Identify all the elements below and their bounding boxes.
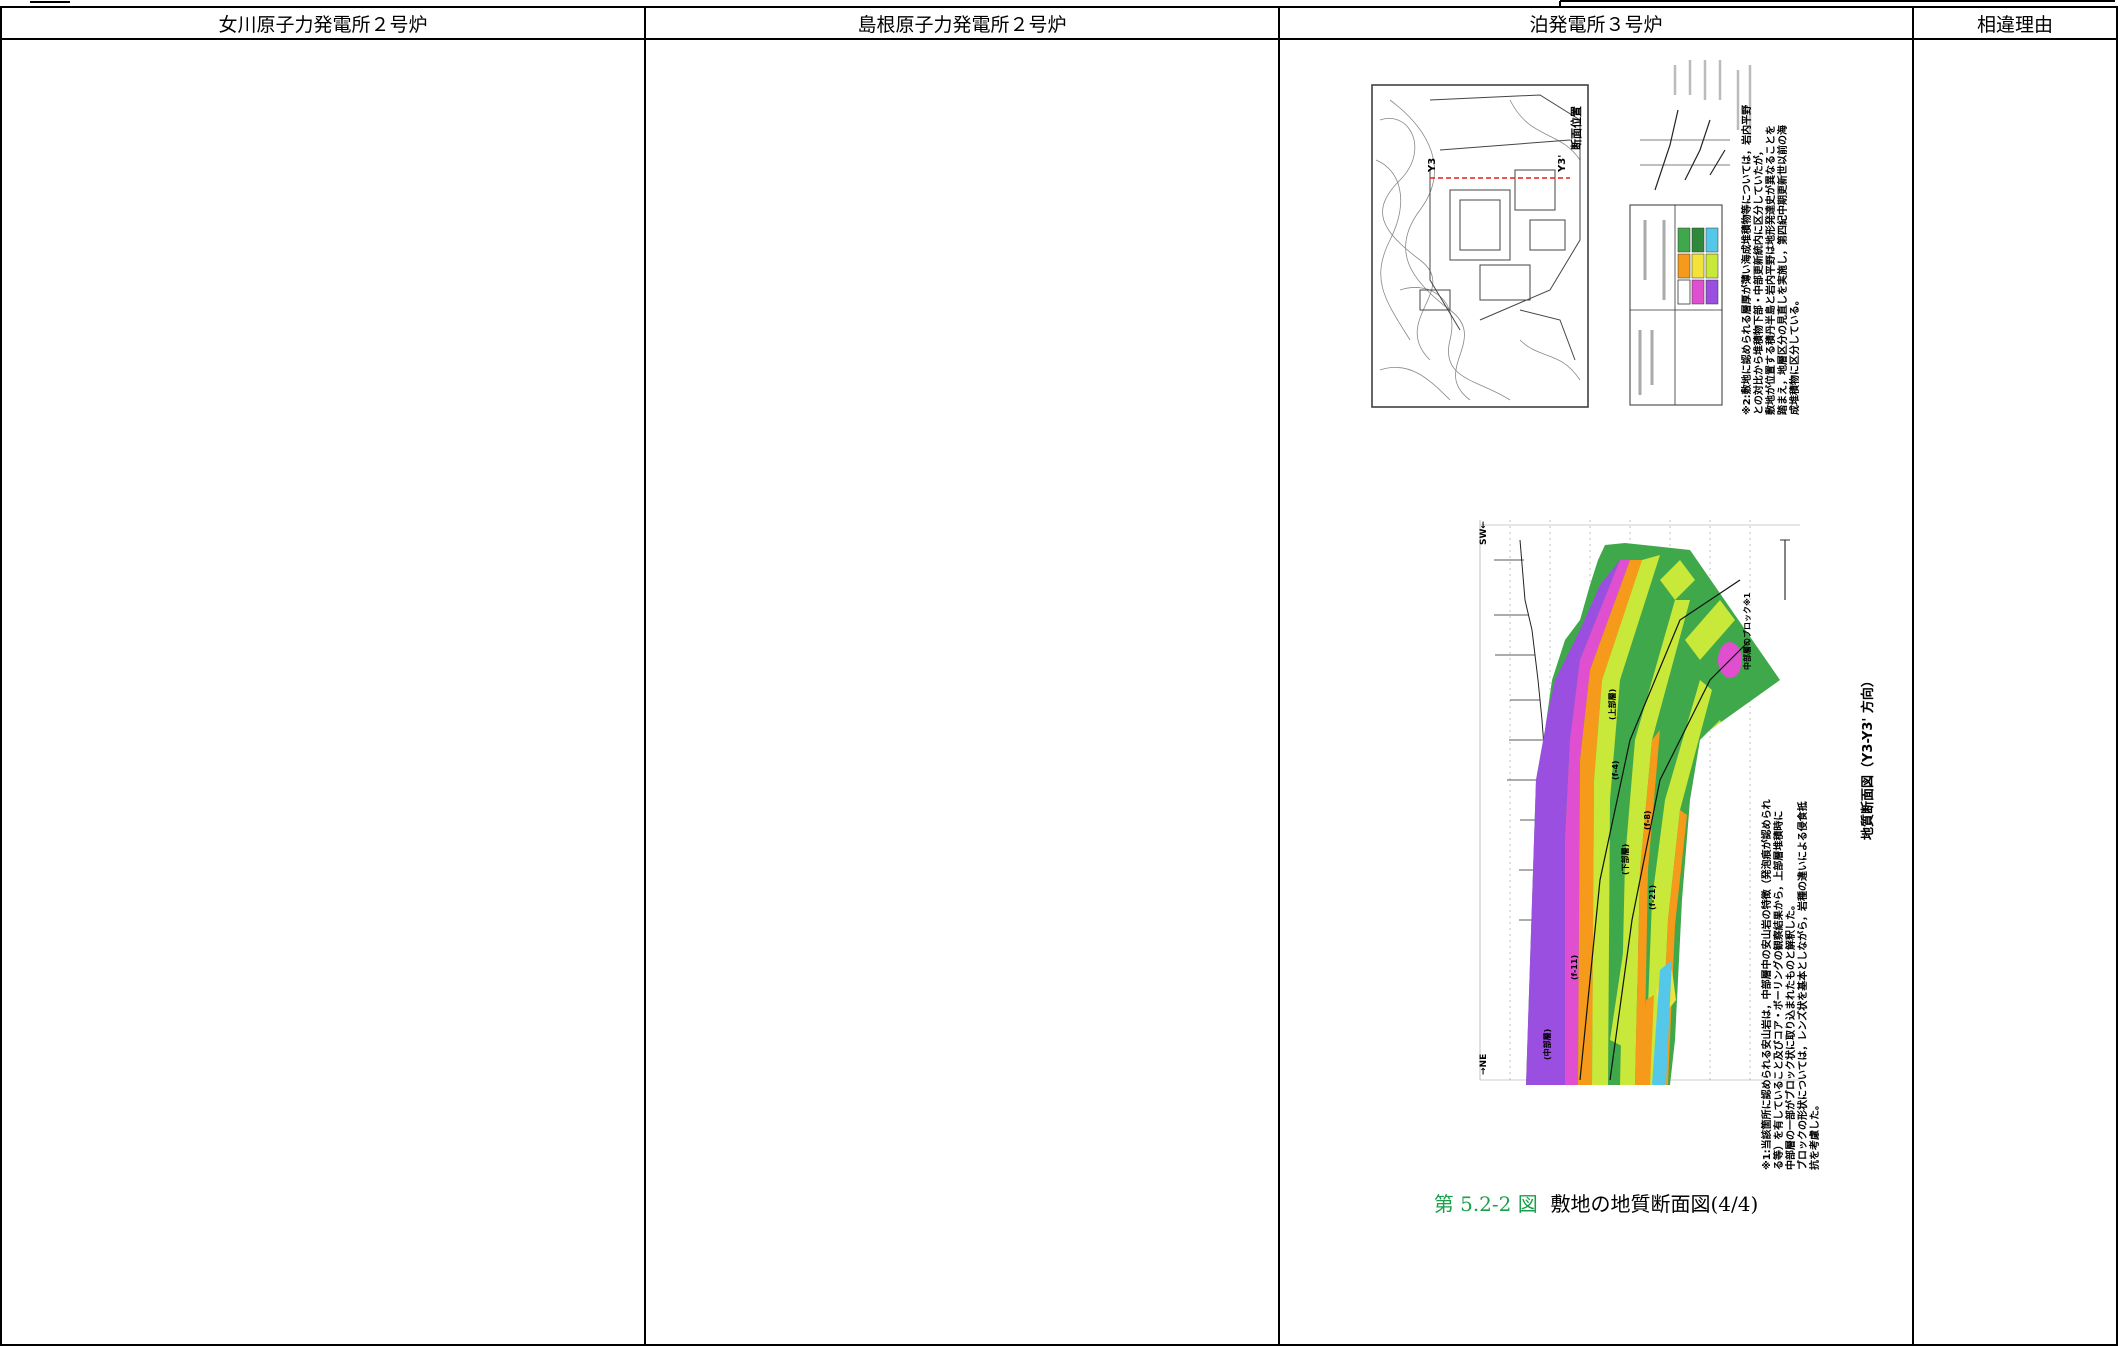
header-shimane: 島根原子力発電所２号炉: [644, 6, 1280, 40]
top-edge-decoration: [30, 0, 2115, 6]
caption-number: 第 5.2-2 図: [1433, 1192, 1538, 1216]
geologic-cross-section: SW← →NE: [1479, 520, 1800, 1085]
label-lower-formation: (下部層): [1620, 844, 1630, 875]
cell-onagawa: [0, 38, 646, 1346]
caption-text: 敷地の地質断面図(4/4): [1550, 1192, 1759, 1216]
tomari-figure: Y3 Y3' 断面位置: [1280, 40, 1912, 1344]
cell-shimane: [644, 38, 1280, 1346]
label-f11: (f-11): [1570, 955, 1579, 980]
swatch-purple: [1705, 279, 1719, 305]
table-body-row: Y3 Y3' 断面位置: [0, 38, 2118, 1346]
legend-block: [1629, 204, 1723, 406]
swatch-cyan: [1705, 227, 1719, 253]
section-location-label: 断面位置: [1569, 106, 1583, 150]
header-reason: 相違理由: [1912, 6, 2118, 40]
section-title: 地質断面図（Y3-Y3' 方向）: [1860, 674, 1876, 840]
swatch-magenta: [1691, 279, 1705, 305]
note-2: ※2:敷地に認められる層厚が薄い海成堆積物等については，岩内平野 との対比から堆…: [1740, 101, 1801, 415]
header-tomari: 泊発電所３号炉: [1278, 6, 1914, 40]
section-marker-right: Y3': [1557, 155, 1568, 173]
note-1: ※1:当該箇所に認められる安山岩は，中部層中の安山岩の特徴（発泡痕が認められ る…: [1760, 796, 1821, 1170]
geologic-section-figure: Y3 Y3' 断面位置: [1371, 60, 1876, 1170]
label-f4: (f-4): [1611, 760, 1620, 780]
swatch-yellow: [1691, 253, 1705, 279]
cell-reason: [1912, 38, 2118, 1346]
label-f8: (f-8): [1643, 810, 1652, 830]
note-2-text: ※2:敷地に認められる層厚が薄い海成堆積物等については，岩内平野 との対比から堆…: [1740, 101, 1801, 415]
label-middle-block: 中部層のブロック※1: [1742, 592, 1752, 670]
table-header-row: 女川原子力発電所２号炉 島根原子力発電所２号炉 泊発電所３号炉 相違理由: [0, 6, 2118, 40]
cell-tomari: Y3 Y3' 断面位置: [1278, 38, 1914, 1346]
swatch-green: [1677, 227, 1691, 253]
swatch-darkgreen: [1691, 227, 1705, 253]
direction-sw-label: SW←: [1479, 521, 1489, 545]
direction-ne-label: →NE: [1479, 1054, 1489, 1075]
label-upper-formation: (上部層): [1607, 689, 1617, 720]
header-onagawa: 女川原子力発電所２号炉: [0, 6, 646, 40]
comparison-table: 女川原子力発電所２号炉 島根原子力発電所２号炉 泊発電所３号炉 相違理由: [0, 6, 2118, 1346]
swatch-lime: [1705, 253, 1719, 279]
stratigraphic-column: [1640, 60, 1752, 191]
swatch-orange: [1677, 253, 1691, 279]
label-middle-formation: (中部層): [1542, 1029, 1552, 1060]
figure-caption: 第 5.2-2 図 敷地の地質断面図(4/4): [1280, 1188, 1912, 1217]
section-marker-left: Y3: [1427, 158, 1438, 173]
location-plan-map: Y3 Y3' 断面位置: [1371, 84, 1589, 408]
label-f21: (f-21): [1648, 885, 1657, 910]
legend-swatches: [1677, 227, 1719, 305]
note-1-text: ※1:当該箇所に認められる安山岩は，中部層中の安山岩の特徴（発泡痕が認められ る…: [1760, 796, 1821, 1170]
